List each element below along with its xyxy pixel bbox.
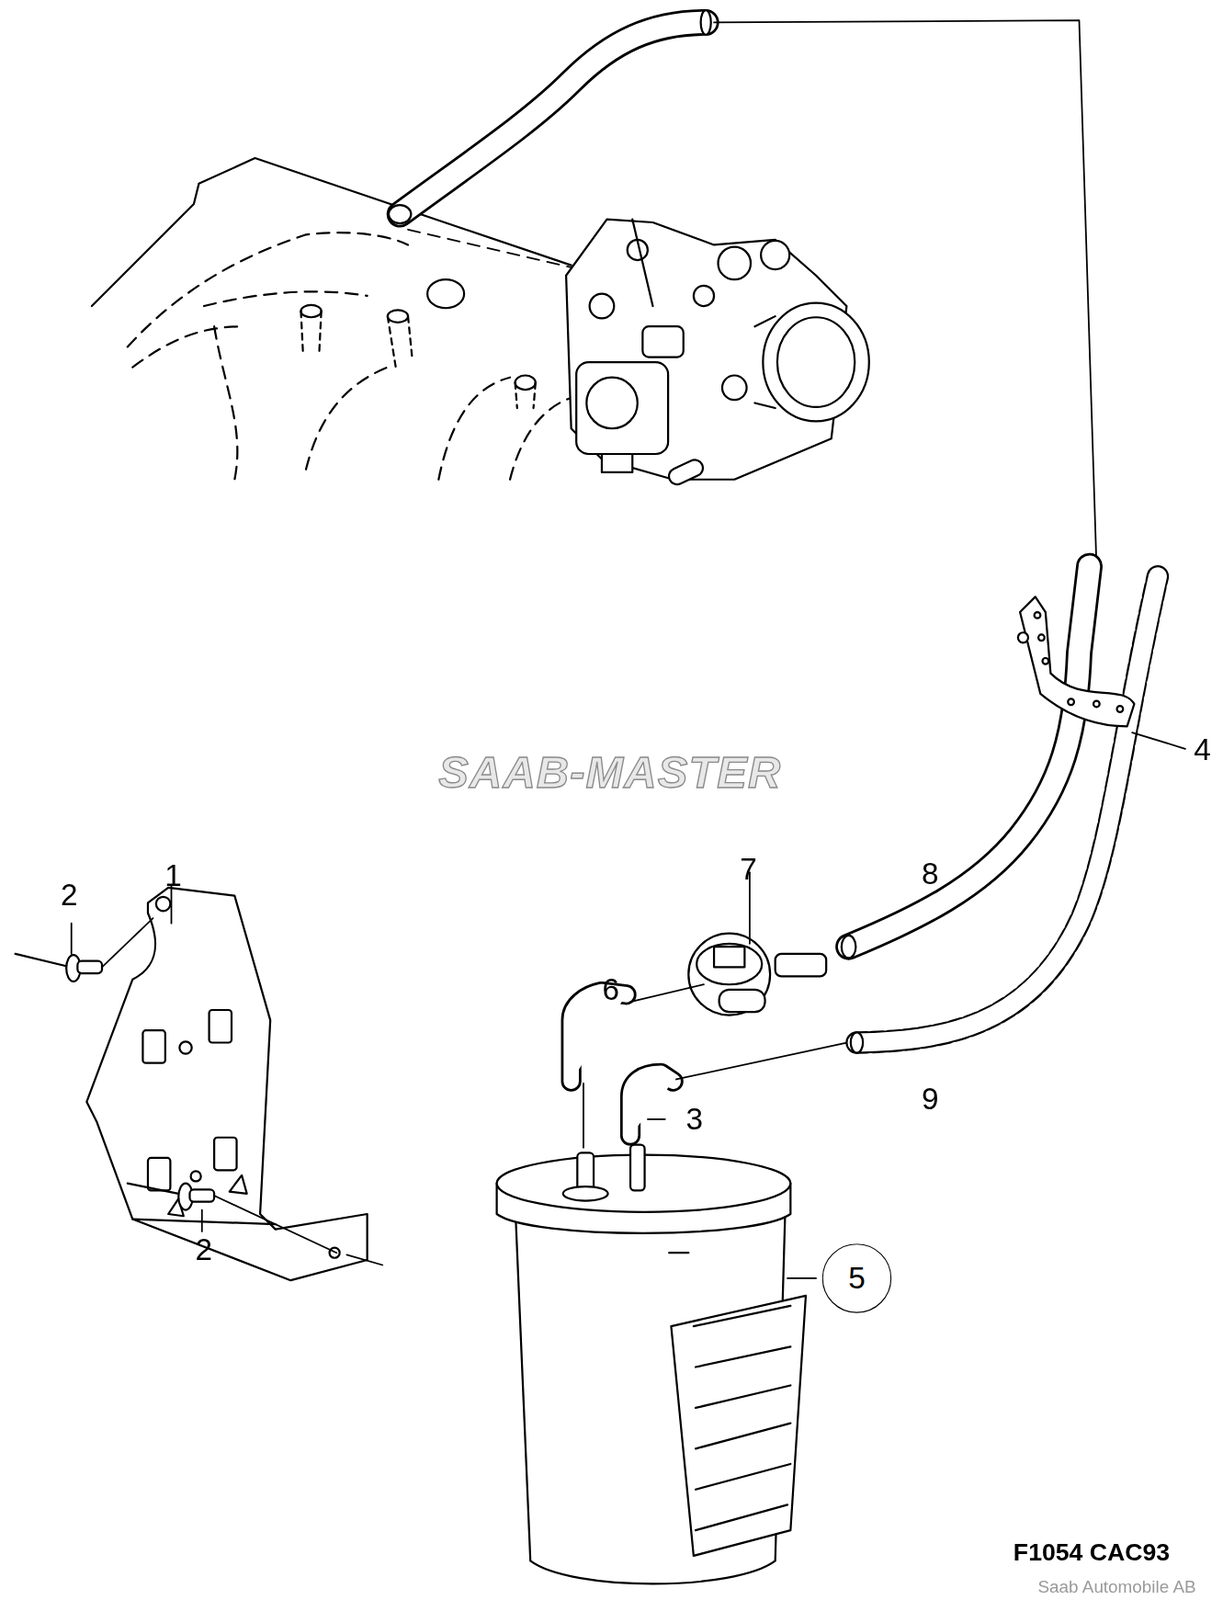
copyright-note: Saab Automobile AB <box>1038 1577 1197 1596</box>
rivets <box>15 917 384 1265</box>
watermark: SAAB-MASTER <box>438 749 782 795</box>
callout-number: 1 <box>164 860 182 891</box>
throttle-body <box>566 219 870 487</box>
callout-number: 3 <box>686 1103 704 1134</box>
intake-manifold <box>91 158 572 480</box>
vacuum-hose <box>388 10 1097 567</box>
callout-circle: 5 <box>822 1243 892 1313</box>
hose-8 <box>841 566 1090 958</box>
callout-number: 6 <box>602 973 621 1005</box>
callout-number: 2 <box>60 879 79 910</box>
callout-number: 5 <box>848 1260 866 1296</box>
callout-number: 4 <box>1193 734 1212 765</box>
callout-number: 8 <box>921 859 940 890</box>
charcoal-canister <box>497 1144 816 1585</box>
callout-number: 7 <box>739 853 758 884</box>
callout-number: 9 <box>921 1083 940 1114</box>
mounting-bracket <box>86 885 367 1281</box>
purge-valve <box>688 871 827 1015</box>
hose-9 <box>850 576 1158 1053</box>
figure-code: F1054 CAC93 <box>1013 1540 1170 1565</box>
elbow-hoses <box>571 984 848 1148</box>
callout-number: 2 <box>195 1234 214 1265</box>
hose-clamp <box>1018 596 1186 748</box>
